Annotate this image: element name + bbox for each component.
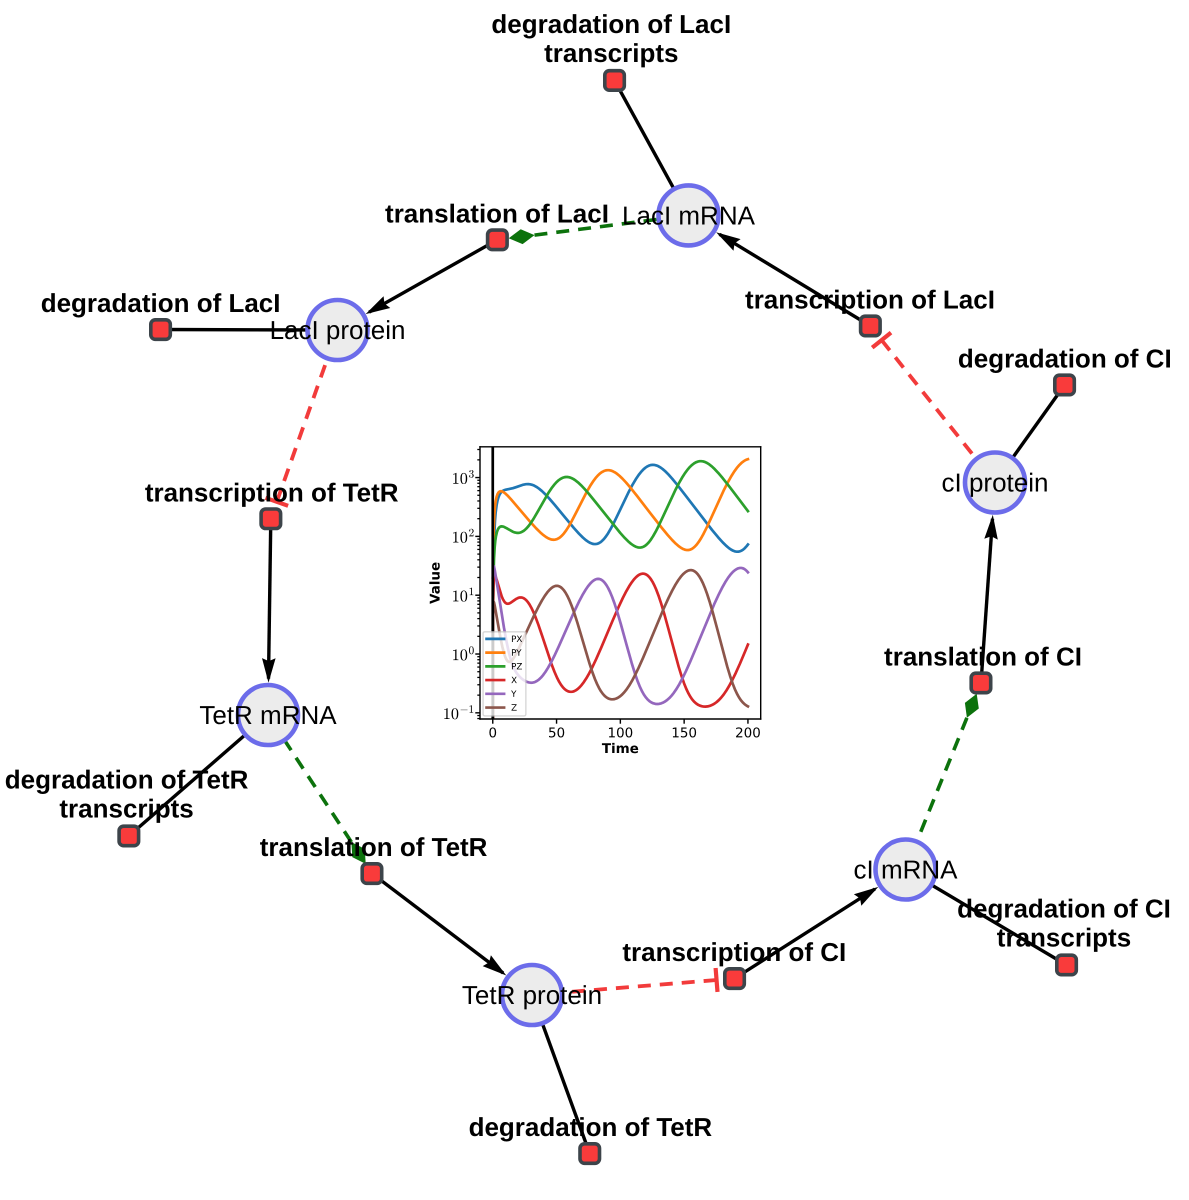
svg-text:transcripts: transcripts — [544, 38, 678, 68]
svg-text:translation of TetR: translation of TetR — [260, 832, 488, 862]
svg-text:translation of CI: translation of CI — [884, 642, 1082, 672]
svg-text:TetR mRNA: TetR mRNA — [199, 700, 337, 730]
svg-text:degradation of TetR: degradation of TetR — [469, 1112, 713, 1142]
svg-text:transcripts: transcripts — [997, 923, 1131, 953]
svg-text:transcription of CI: transcription of CI — [622, 937, 846, 967]
svg-text:transcription of LacI: transcription of LacI — [745, 285, 995, 315]
svg-text:degradation of TetR: degradation of TetR — [5, 765, 249, 795]
svg-text:transcripts: transcripts — [59, 794, 193, 824]
svg-text:transcription of TetR: transcription of TetR — [145, 477, 399, 507]
svg-text:degradation of CI: degradation of CI — [957, 894, 1171, 924]
svg-text:degradation of LacI: degradation of LacI — [491, 9, 731, 39]
svg-text:degradation of LacI: degradation of LacI — [41, 288, 281, 318]
svg-text:LacI protein: LacI protein — [270, 315, 406, 345]
svg-text:TetR protein: TetR protein — [462, 980, 602, 1010]
svg-text:translation of LacI: translation of LacI — [385, 198, 609, 228]
svg-text:LacI mRNA: LacI mRNA — [622, 200, 756, 230]
svg-text:cI mRNA: cI mRNA — [854, 855, 959, 885]
svg-text:cI protein: cI protein — [942, 468, 1049, 498]
svg-text:degradation of CI: degradation of CI — [958, 344, 1172, 374]
